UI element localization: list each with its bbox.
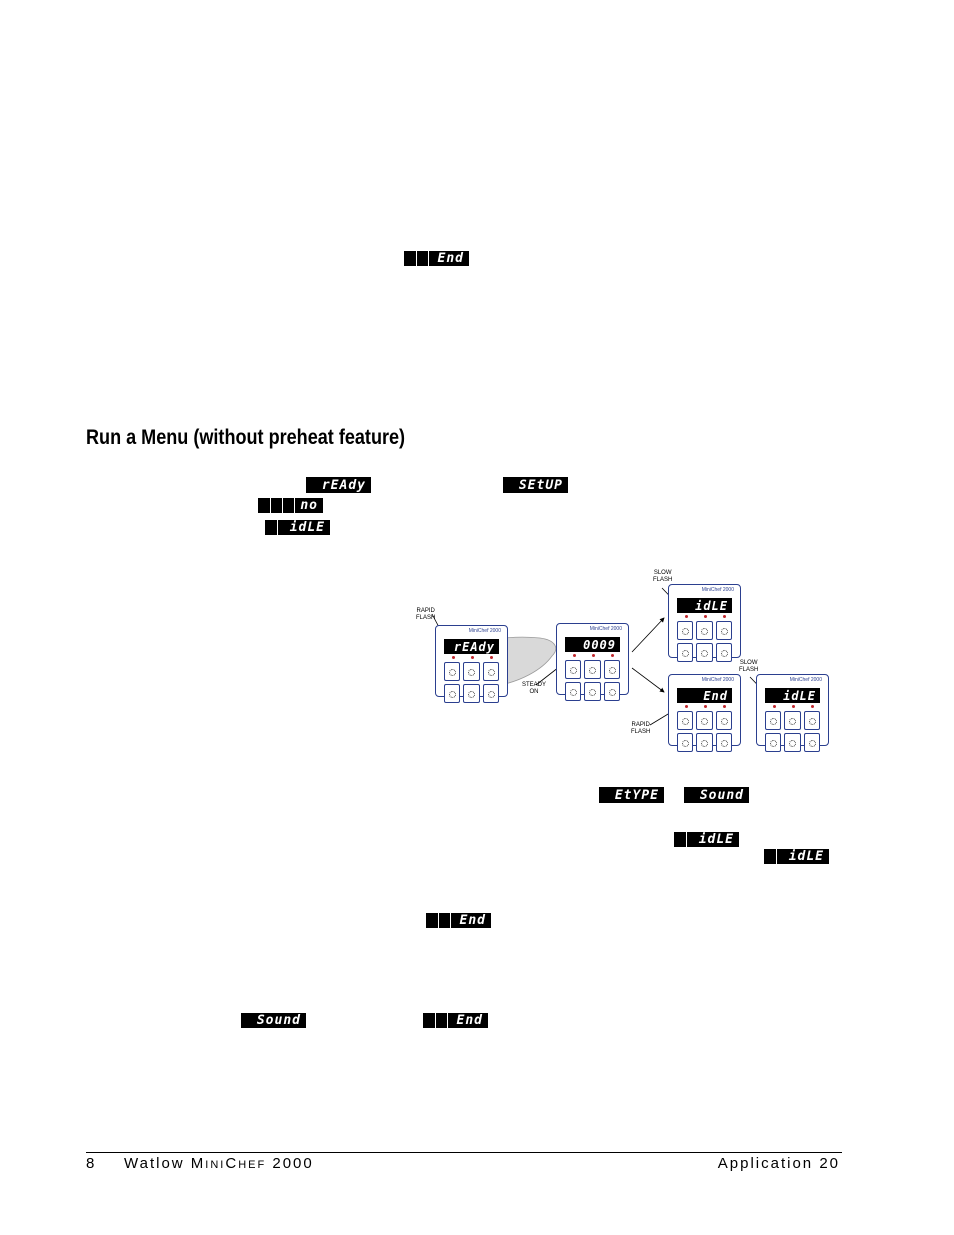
label-steady-on: STEADY ON — [522, 682, 547, 695]
panel-idle-right: MiniChef 2000 idLE — [756, 674, 829, 752]
footer-product: Watlow MINICHEF 2000 — [124, 1155, 314, 1172]
label-rapid-flash-1: RAPID FLASH — [416, 608, 436, 621]
display-sound-a: Sound — [684, 787, 749, 803]
footer-page-number: 8 — [86, 1155, 97, 1172]
display-idle-c: idLE — [764, 849, 829, 864]
label-rapid-flash-2: RAPID FLASH — [631, 722, 651, 735]
display-end-top: End — [404, 251, 469, 266]
display-end-mid: End — [426, 913, 491, 928]
display-end-bottom: End — [423, 1013, 488, 1028]
controller-diagram: MiniChef 2000 rEAdy MiniChef 2000 0009 M… — [410, 560, 840, 755]
panel-end-display: End — [703, 688, 728, 703]
footer-section: Application 20 — [717, 1155, 840, 1172]
section-heading: Run a Menu (without preheat feature) — [86, 426, 406, 449]
panel-ready: MiniChef 2000 rEAdy — [435, 625, 508, 703]
panel-ready-display: rEAdy — [453, 639, 495, 654]
footer-rule — [86, 1152, 842, 1153]
label-slow-flash-2: SLOW FLASH — [739, 660, 759, 673]
panel-end: MiniChef 2000 End — [668, 674, 741, 752]
display-idle-b: idLE — [674, 832, 739, 847]
display-idle: idLE — [265, 520, 330, 535]
panel-idle-top-display: idLE — [695, 598, 728, 613]
panel-count: MiniChef 2000 0009 — [556, 623, 629, 701]
panel-count-display: 0009 — [583, 637, 616, 652]
display-setup: SEtUP — [503, 477, 568, 493]
panel-idle-top: MiniChef 2000 idLE — [668, 584, 741, 662]
display-no: no — [258, 498, 323, 513]
display-sound-b: Sound — [241, 1013, 306, 1028]
label-slow-flash-1: SLOW FLASH — [653, 570, 673, 583]
display-etype: EtYPE — [599, 787, 664, 803]
display-ready: rEAdy — [306, 477, 371, 493]
panel-idle-right-display: idLE — [783, 688, 816, 703]
